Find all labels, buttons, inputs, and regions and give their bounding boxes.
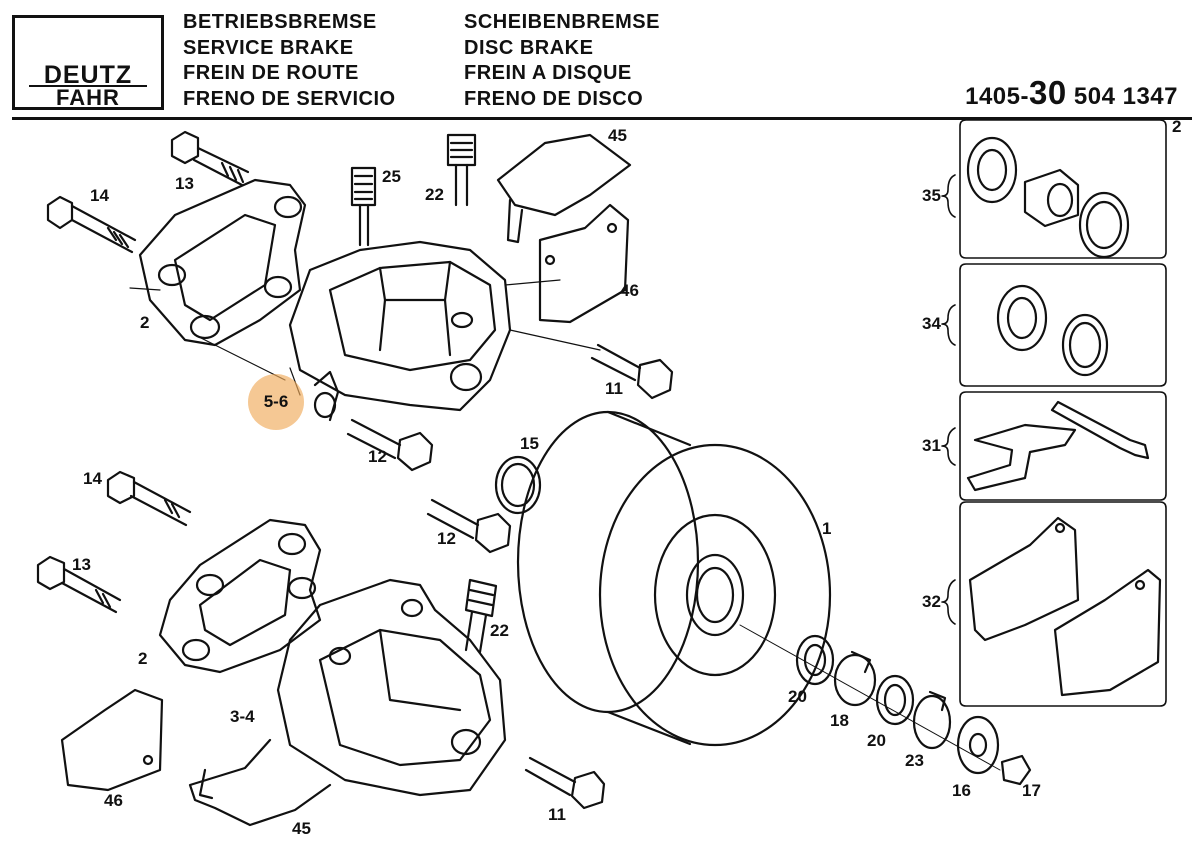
title-english: SERVICE BRAKE [183,36,354,59]
leader-lines-upper [129,279,601,396]
logo-divider [29,85,147,87]
callout-12-upper: 12 [368,447,387,466]
lower-bolt-11 [524,756,606,810]
title-italian: FRENO DE SERVICIO [183,87,396,110]
hub-parts [739,624,1032,786]
callout-45-lower: 45 [292,819,311,838]
callout-2-upper: 2 [140,313,150,332]
callout-20-second: 20 [867,731,886,750]
subtitle-italian: FRENO DE DISCO [464,87,644,110]
callout-12-lower: 12 [437,529,456,548]
title-block-disc-brake: SCHEIBENBREMSE DISC BRAKE FREIN A DISQUE… [464,10,660,112]
brake-disc-1 [516,410,832,747]
title-block-service-brake: BETRIEBSBREMSE SERVICE BRAKE FREIN DE RO… [183,10,396,112]
upper-pad-46 [538,203,630,324]
lower-pad-46 [60,688,164,792]
logo-word-fahr: FAHR [56,85,120,110]
callout-20-first: 20 [788,687,807,706]
upper-bolt-14 [46,195,137,254]
kit-callout-31: 31 [922,436,941,455]
callout-14-upper: 14 [90,186,109,205]
callout-13-upper: 13 [175,174,194,193]
kit-panel-32 [959,501,1167,707]
upper-bolt-25 [350,166,377,247]
deutz-fahr-logo: DEUTZ FAHR [12,15,164,110]
subtitle-french: FREIN A DISQUE [464,62,632,84]
lower-bolt-14 [106,470,192,527]
upper-guide-5-6 [313,370,340,422]
callout-25: 25 [382,167,401,186]
part-number-prefix: 1405- [965,83,1029,110]
callout-17: 17 [1022,781,1041,800]
kit-panel-34 [959,263,1167,387]
kit-callout-32: 32 [922,592,941,611]
kit-callout-34: 34 [922,314,941,333]
upper-bolt-11 [590,343,674,400]
part-number-suffix: 504 1347 [1066,83,1178,110]
upper-bolt-22 [446,133,477,207]
callout-5-6-highlighted: 5-6 [248,374,304,430]
logo-word-deutz: DEUTZ [43,61,133,89]
lower-spring-45 [188,738,332,827]
lower-bracket [158,518,322,674]
callout-11-lower: 11 [548,805,566,824]
part-number: 1405-30 504 1347 [965,74,1178,112]
upper-bolt-13 [170,130,250,187]
lower-caliper [276,578,507,797]
callout-3-4: 3-4 [230,707,255,726]
lower-bolt-13 [36,555,122,614]
kit-braces [941,174,956,625]
callout-23: 23 [905,751,924,770]
callout-2-lower: 2 [138,649,148,668]
callout-14-lower: 14 [83,469,102,488]
part-number-group: 30 [1029,74,1067,111]
sheet-number: 2 [1172,117,1182,136]
callout-22-upper: 22 [425,185,444,204]
subtitle-english: DISC BRAKE [464,36,594,59]
callout-45-upper: 45 [608,126,627,145]
kit-panel-35 [959,119,1167,259]
upper-bracket [138,178,307,347]
callout-22-lower: 22 [490,621,509,640]
title-german: BETRIEBSBREMSE [183,11,377,33]
upper-caliper [288,240,512,412]
lower-bolt-12 [426,498,512,554]
lower-bolt-22 [464,578,498,654]
callout-18: 18 [830,711,849,730]
callout-16: 16 [952,781,971,800]
seal-ring-15 [494,455,542,515]
callout-13-lower: 13 [72,555,91,574]
callout-46-lower: 46 [104,791,123,810]
callout-1: 1 [822,519,832,538]
header-rule [12,117,1192,120]
upper-bolt-12 [346,418,434,472]
kit-panel-31 [959,391,1167,501]
callout-11-upper: 11 [605,379,623,398]
upper-spring-45 [496,133,632,244]
callout-46-upper: 46 [620,281,639,300]
kit-callout-35: 35 [922,186,941,205]
callout-15: 15 [520,434,539,453]
title-french: FREIN DE ROUTE [183,62,359,84]
subtitle-german: SCHEIBENBREMSE [464,11,660,33]
